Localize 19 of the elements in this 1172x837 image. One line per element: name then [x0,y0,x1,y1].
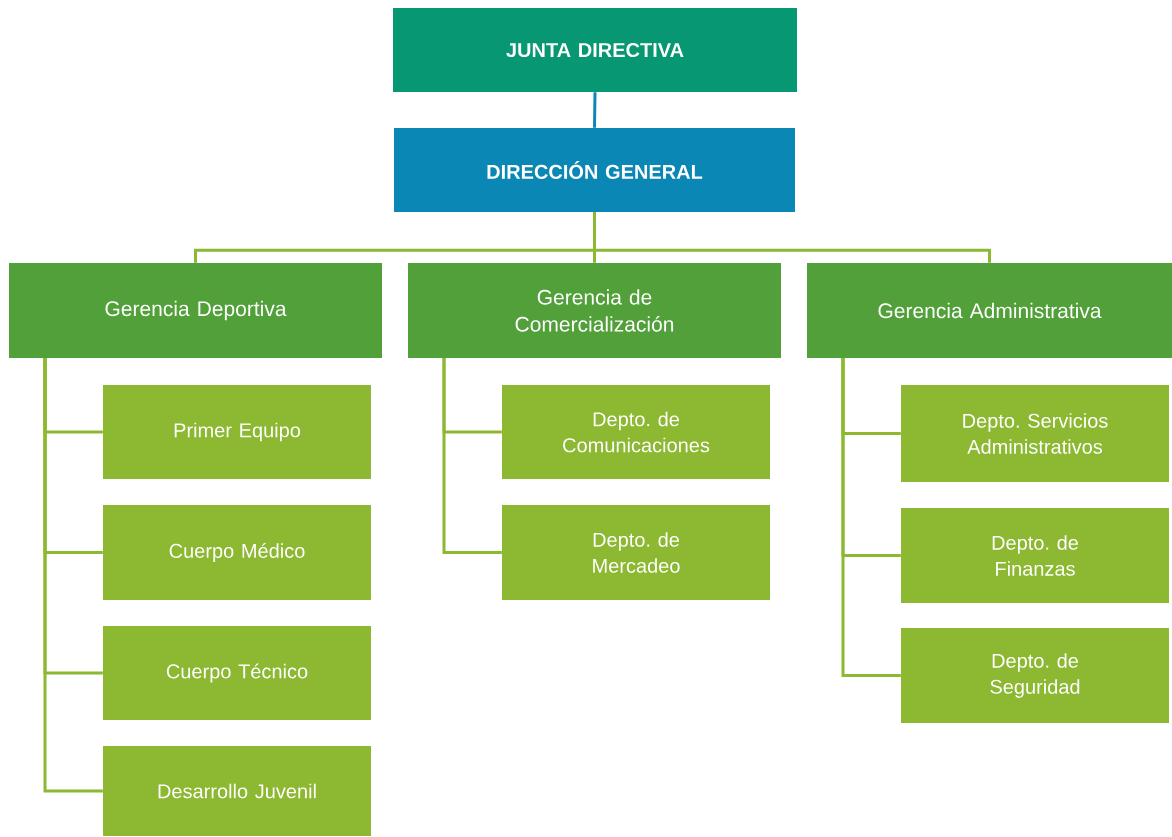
title-box: JUNTA DIRECTIVA [393,8,797,92]
unit-box: Primer Equipo [103,385,371,479]
department-box: Gerencia Deportiva [9,263,382,358]
department-box: Gerencia Administrativa [807,263,1172,358]
unit-box: Cuerpo Técnico [103,626,371,720]
unit-box: Desarrollo Juvenil [103,746,371,836]
title-box: DIRECCIÓN GENERAL [394,128,795,212]
unit-box: Depto. Servicios Administrativos [901,385,1169,482]
connector-line [841,358,901,677]
unit-box: Depto. de Finanzas [901,508,1169,603]
connector-line [442,358,502,554]
unit-box: Depto. de Mercadeo [502,505,770,600]
department-box: Gerencia de Comercialización [408,263,781,358]
unit-box: Depto. de Seguridad [901,628,1169,723]
unit-box: Depto. de Comunicaciones [502,385,770,479]
connector-line [593,92,597,128]
unit-box: Cuerpo Médico [103,505,371,600]
connector-line [593,212,991,263]
connector-line [43,358,103,793]
